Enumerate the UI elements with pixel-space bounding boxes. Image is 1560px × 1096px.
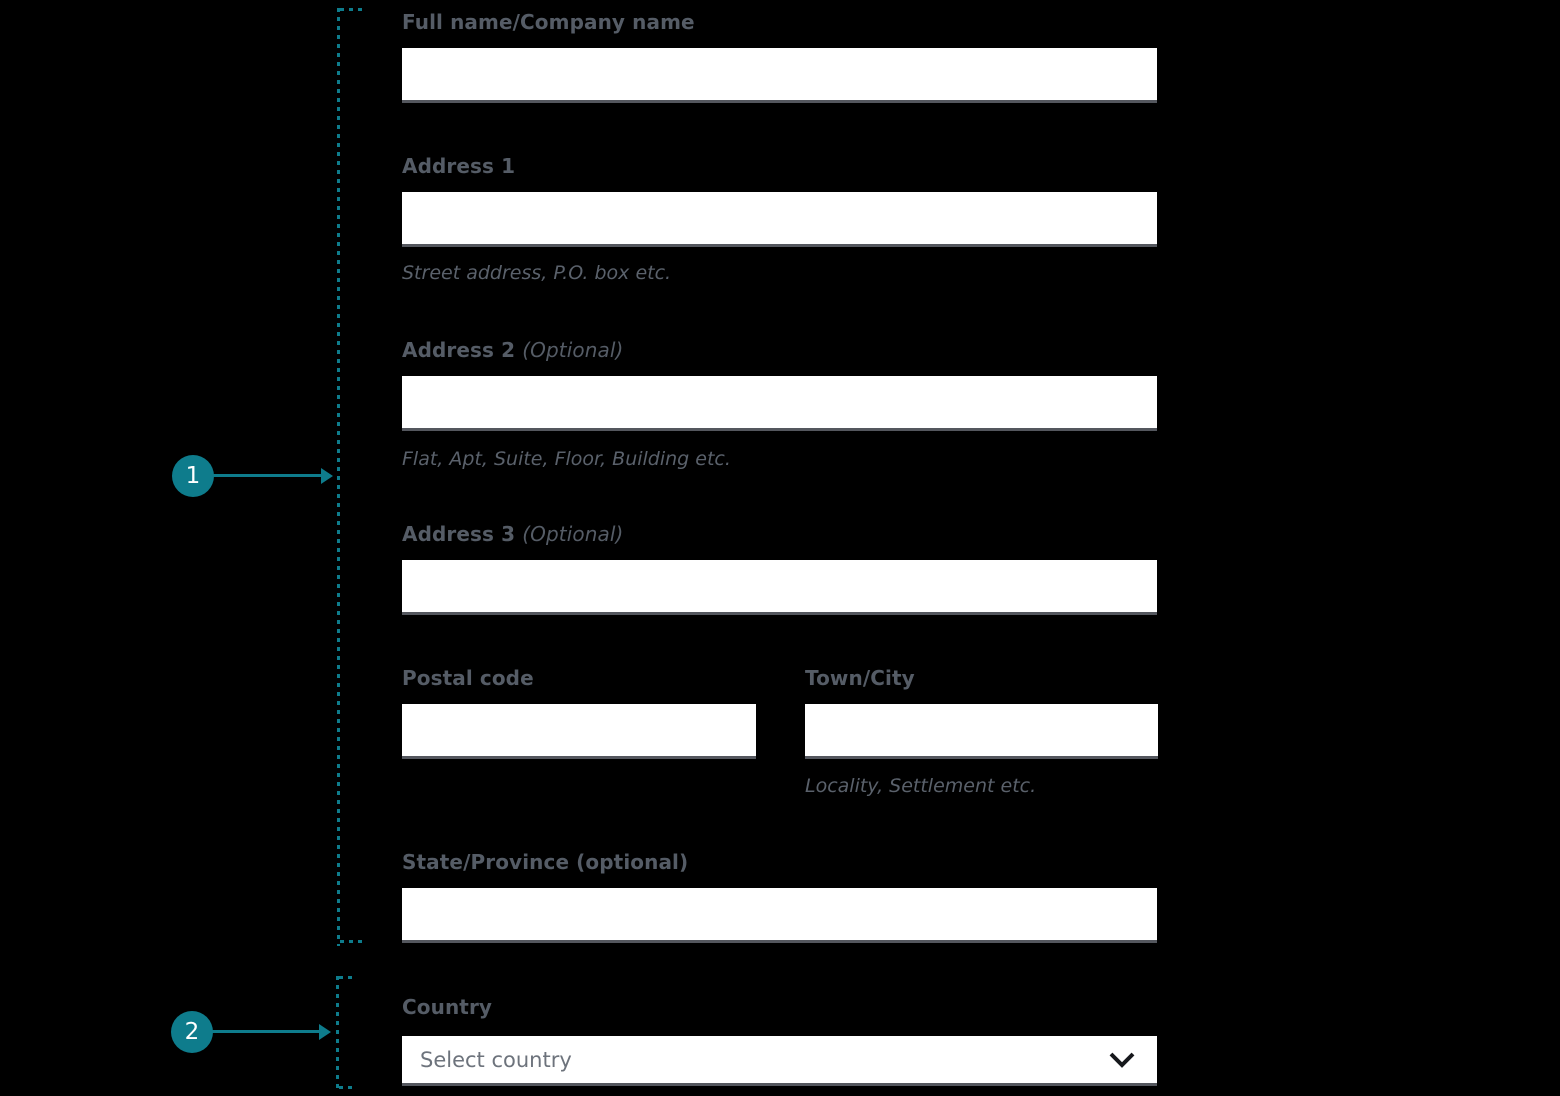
section1-bracket-top-tick: [340, 8, 362, 11]
full-name-label: Full name/Company name: [402, 10, 695, 34]
annotation-marker-2: 2: [171, 1011, 213, 1053]
country-label: Country: [402, 995, 493, 1019]
section1-bracket-bottom-tick: [340, 940, 362, 943]
annotation-arrow-1: [212, 474, 322, 477]
annotation-marker-1: 1: [172, 455, 214, 497]
annotation-marker-2-label: 2: [184, 1019, 200, 1045]
address3-input[interactable]: [402, 560, 1157, 615]
chevron-down-icon: [1109, 1052, 1135, 1068]
address1-input[interactable]: [402, 192, 1157, 247]
address2-hint: Flat, Apt, Suite, Floor, Building etc.: [402, 448, 731, 470]
annotation-arrow-2: [211, 1030, 320, 1033]
town-city-hint: Locality, Settlement etc.: [805, 775, 1037, 797]
town-city-input[interactable]: [805, 704, 1158, 759]
section2-bracket-top-tick: [339, 976, 355, 979]
country-select-placeholder: Select country: [420, 1047, 572, 1072]
town-city-label: Town/City: [805, 666, 915, 690]
section1-bracket-line: [337, 8, 340, 946]
address3-label: Address 3 (Optional): [402, 522, 624, 546]
address3-optional-suffix: (Optional): [522, 522, 624, 546]
full-name-input[interactable]: [402, 48, 1157, 103]
address2-input[interactable]: [402, 376, 1157, 431]
address2-optional-suffix: (Optional): [522, 338, 624, 362]
country-select[interactable]: Select country: [402, 1036, 1157, 1086]
annotation-arrow-2-head: [319, 1024, 331, 1040]
postal-code-label: Postal code: [402, 666, 534, 690]
section2-bracket-line: [336, 976, 339, 1089]
state-province-input[interactable]: [402, 888, 1157, 943]
address1-hint: Street address, P.O. box etc.: [402, 262, 672, 284]
address2-label: Address 2 (Optional): [402, 338, 624, 362]
annotation-arrow-1-head: [321, 468, 333, 484]
section2-bracket-bottom-tick: [339, 1086, 355, 1089]
address1-label: Address 1: [402, 154, 516, 178]
annotation-marker-1-label: 1: [185, 463, 201, 489]
state-province-label: State/Province (optional): [402, 850, 689, 874]
postal-code-input[interactable]: [402, 704, 756, 759]
